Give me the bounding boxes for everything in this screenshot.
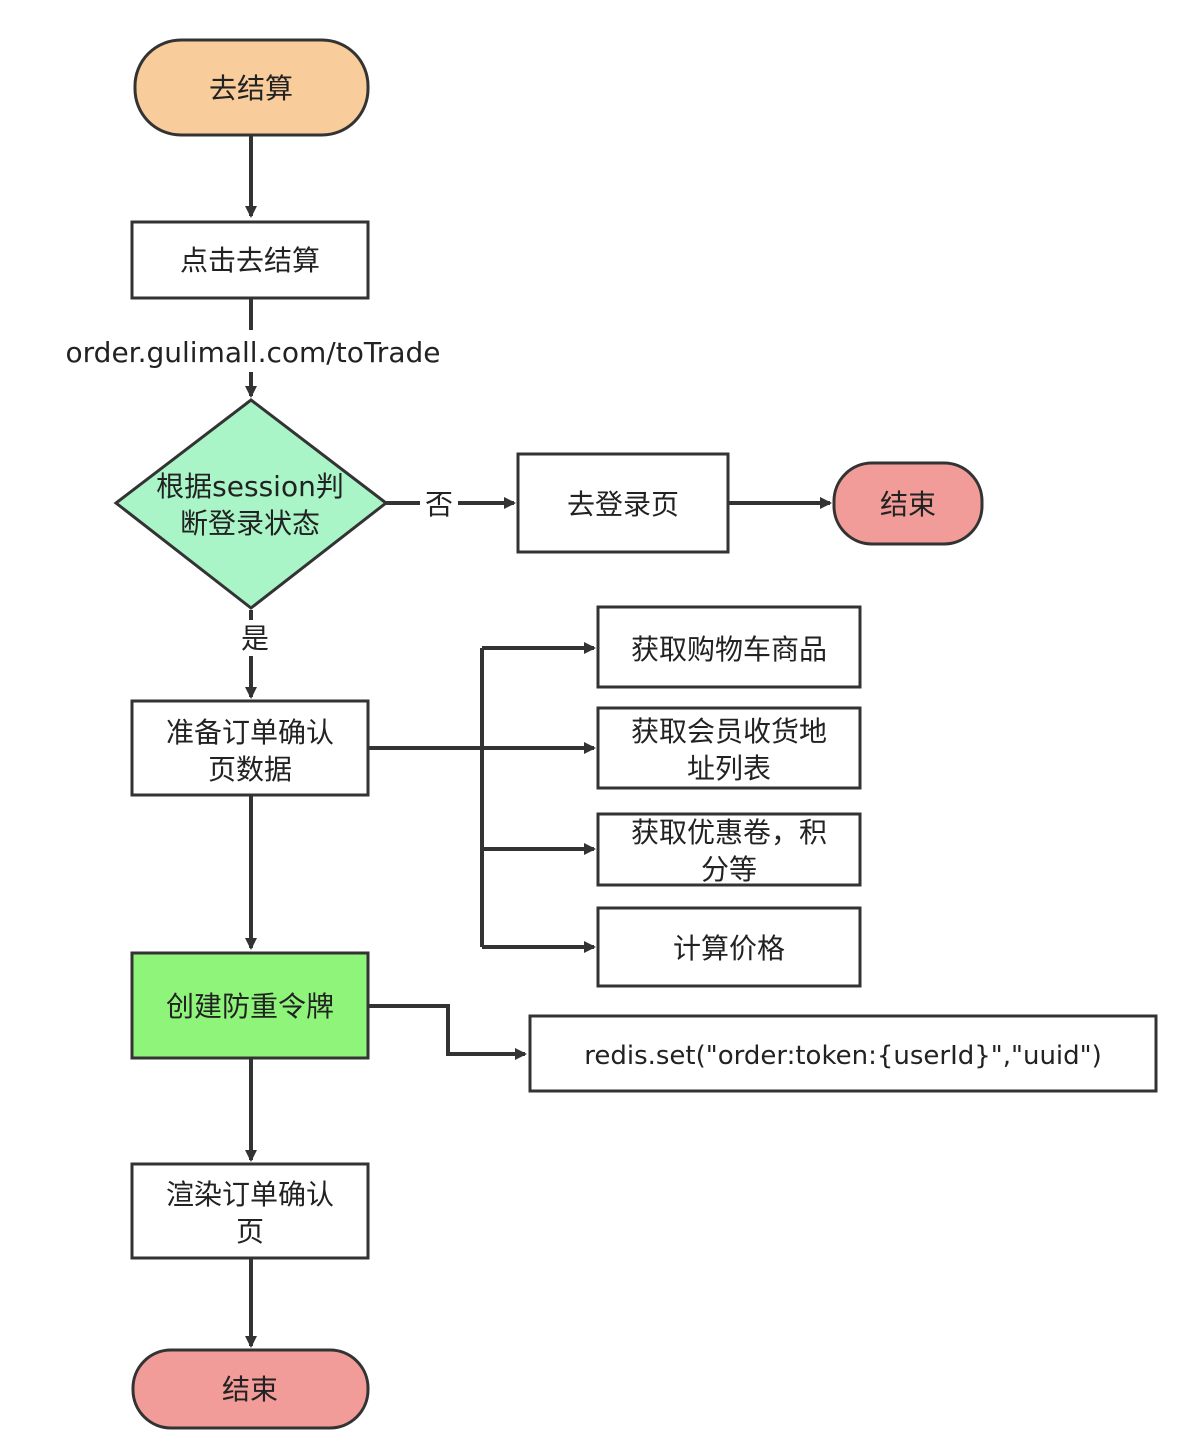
- end-main-label: 结束: [222, 1373, 278, 1406]
- address-label-line2: 址列表: [687, 752, 771, 785]
- url-label: order.gulimall.com/toTrade: [66, 336, 441, 369]
- render-label-line2: 页: [236, 1215, 264, 1248]
- edge-token-to-redis: [369, 1004, 527, 1060]
- address-label-line1: 获取会员收货地: [631, 715, 827, 748]
- decision-label-line2: 断登录状态: [180, 507, 320, 540]
- cart-items-label: 获取购物车商品: [631, 633, 827, 666]
- login-page-label: 去登录页: [567, 488, 679, 521]
- address-list-box: 获取会员收货地 址列表: [596, 706, 862, 790]
- no-label: 否: [425, 488, 453, 521]
- end-terminal-main: 结束: [131, 1348, 370, 1430]
- prepare-data-box: 准备订单确认 页数据: [130, 699, 370, 797]
- edges: [245, 136, 832, 1348]
- cart-items-box: 获取购物车商品: [596, 605, 862, 689]
- calculate-price-label: 计算价格: [673, 932, 785, 965]
- redis-set-box: redis.set("order:token:{userId}","uuid"): [528, 1014, 1158, 1093]
- prepare-label-line1: 准备订单确认: [166, 716, 334, 749]
- end-login-label: 结束: [880, 488, 936, 521]
- prepare-label-line2: 页数据: [208, 753, 292, 786]
- click-checkout-label: 点击去结算: [180, 244, 320, 277]
- render-label-line1: 渲染订单确认: [166, 1178, 334, 1211]
- coupon-label-line2: 分等: [701, 853, 757, 886]
- yes-label: 是: [241, 622, 269, 655]
- login-decision-diamond: 根据session判 断登录状态: [113, 398, 389, 610]
- create-token-label: 创建防重令牌: [166, 990, 334, 1023]
- coupon-points-box: 获取优惠卷，积 分等: [596, 812, 862, 887]
- redis-set-label: redis.set("order:token:{userId}","uuid"): [584, 1041, 1102, 1071]
- create-token-box: 创建防重令牌: [130, 951, 370, 1060]
- decision-label-line1: 根据session判: [156, 470, 344, 503]
- render-page-box: 渲染订单确认 页: [130, 1162, 370, 1260]
- click-checkout-box: 点击去结算: [130, 220, 370, 300]
- end-terminal-login: 结束: [832, 461, 984, 546]
- start-label: 去结算: [209, 72, 293, 105]
- login-page-box: 去登录页: [516, 452, 730, 554]
- start-terminal: 去结算: [133, 38, 370, 137]
- coupon-label-line1: 获取优惠卷，积: [631, 816, 827, 849]
- calculate-price-box: 计算价格: [596, 906, 862, 988]
